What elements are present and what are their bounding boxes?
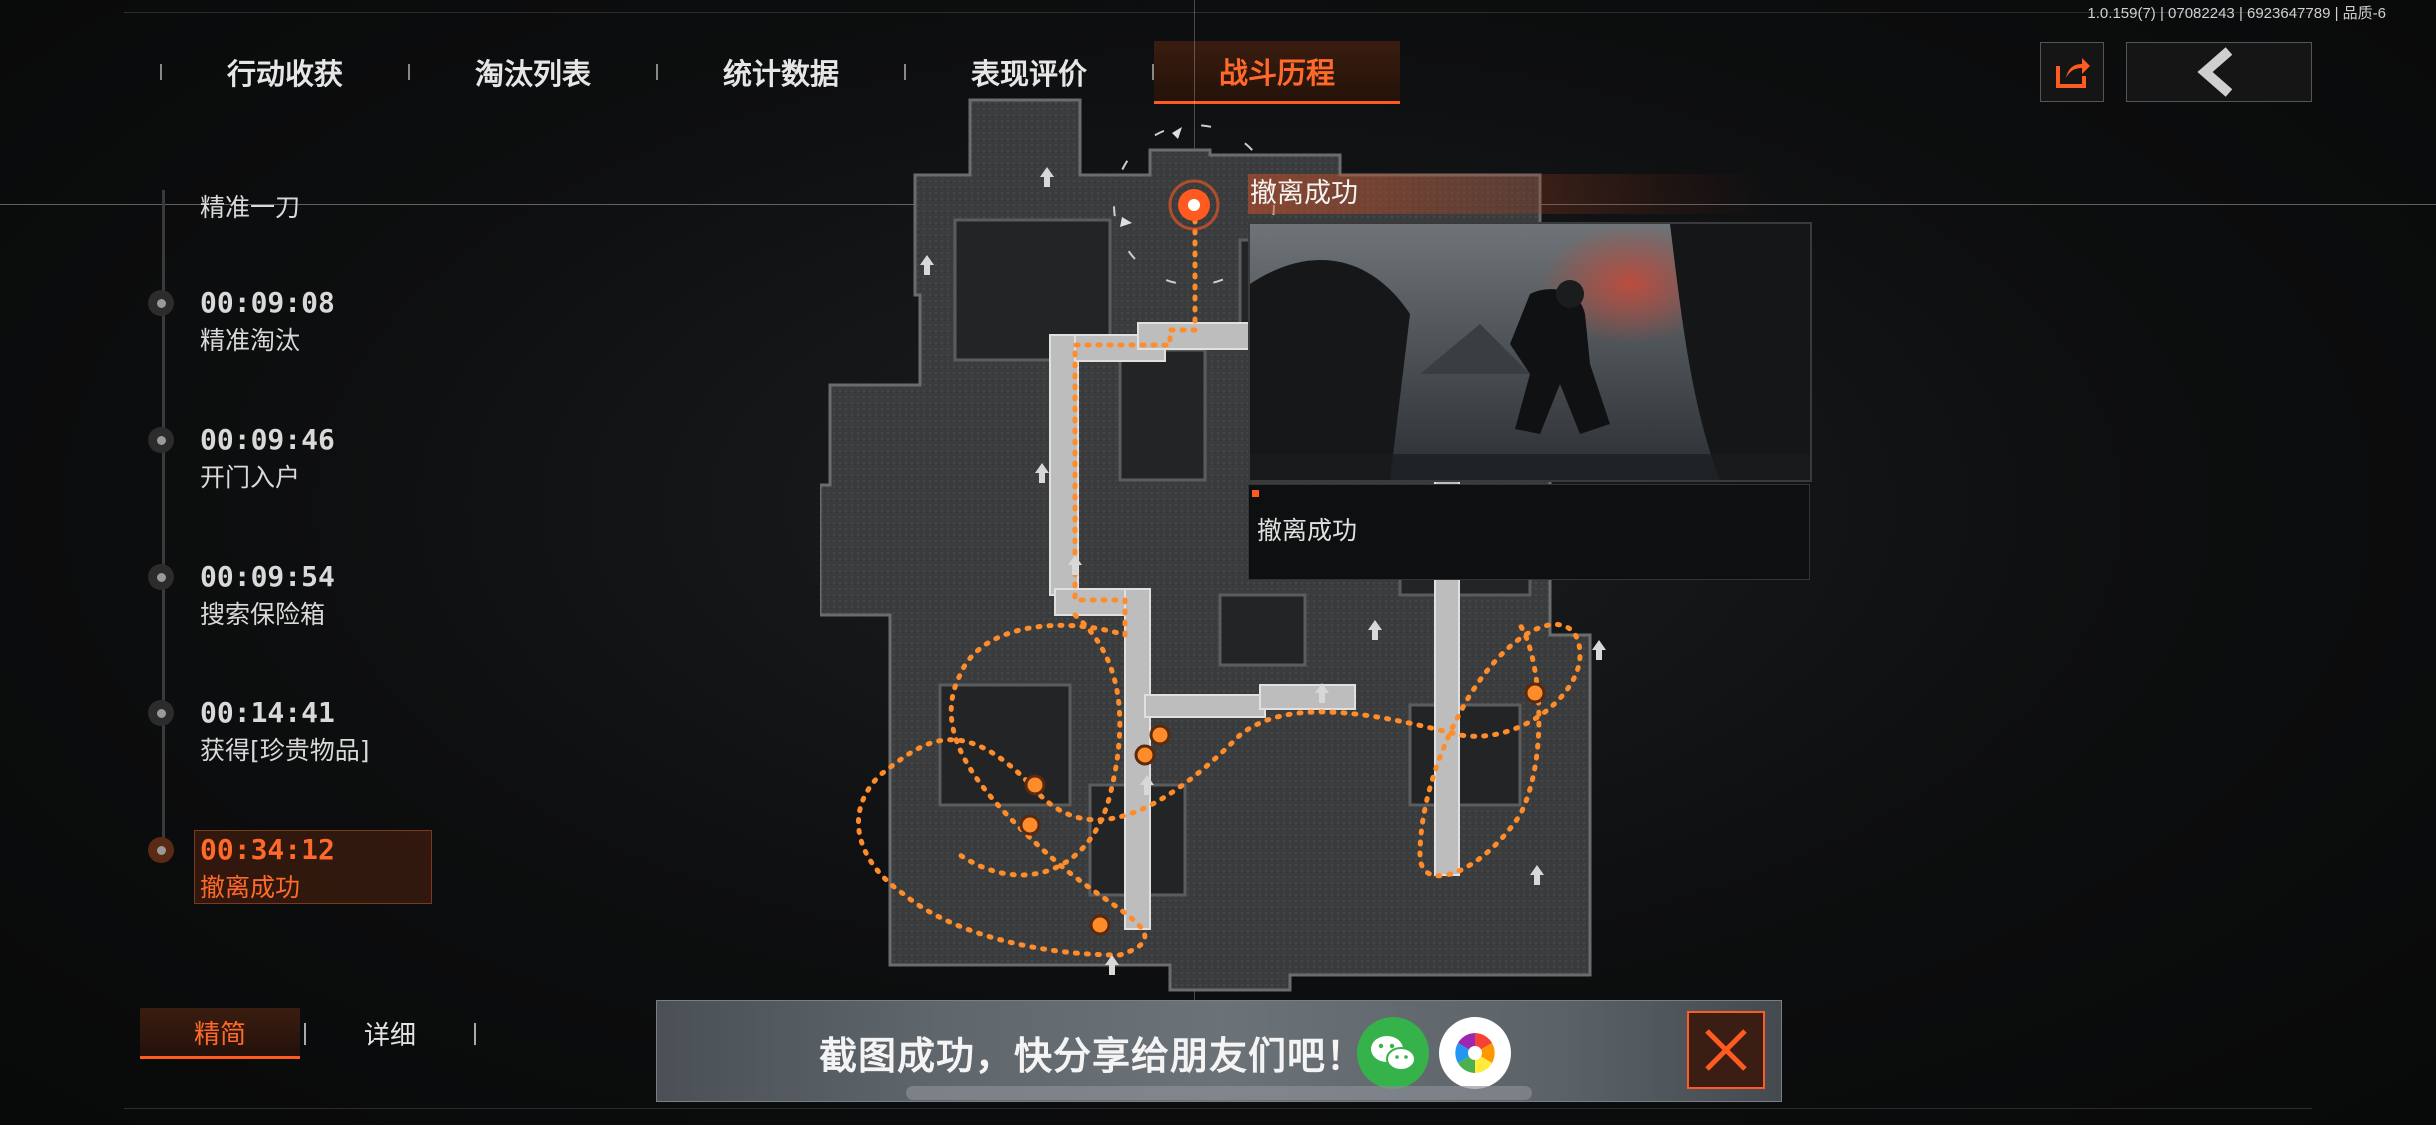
snapshot-image — [1250, 224, 1810, 480]
share-banner: 截图成功，快分享给朋友们吧！ — [656, 1000, 1782, 1102]
timeline-label: 撤离成功 — [200, 873, 301, 902]
tab-elimination-list[interactable]: 淘汰列表 — [474, 57, 591, 91]
mode-simple-button[interactable]: 精简 — [140, 1008, 300, 1059]
callout-detail-box: 撤离成功 — [1248, 484, 1810, 580]
mode-separator — [304, 1022, 306, 1045]
timeline-label: 搜索保险箱 — [200, 600, 326, 629]
timeline-track — [162, 190, 165, 850]
wechat-icon — [1371, 1036, 1416, 1071]
timeline-time: 00:34:12 — [200, 833, 335, 866]
timeline-time: 00:09:46 — [200, 423, 335, 456]
tab-separator — [160, 64, 162, 80]
share-icon — [2056, 58, 2090, 88]
timeline-item-partial[interactable]: 精准一刀 — [200, 186, 300, 224]
mode-detail-button[interactable]: 详细 — [363, 1021, 416, 1051]
callout-tag — [1252, 490, 1259, 497]
timeline-node — [148, 564, 174, 590]
timeline-active-highlight — [194, 830, 432, 904]
share-button[interactable] — [2040, 42, 2104, 102]
event-snapshot[interactable] — [1248, 222, 1812, 482]
timeline-node — [148, 427, 174, 453]
timeline-item-active[interactable]: 00:34:12 撤离成功 — [148, 833, 335, 904]
timeline-item[interactable]: 00:09:54 搜索保险箱 — [148, 560, 335, 631]
timeline-time: 00:09:54 — [200, 560, 335, 593]
callout-box-label: 撤离成功 — [1257, 516, 1358, 545]
timeline-node-active — [148, 837, 174, 863]
timeline-label: 精准一刀 — [200, 193, 301, 222]
tab-separator — [904, 64, 906, 80]
tab-action-gains[interactable]: 行动收获 — [226, 57, 343, 91]
event-markers — [1019, 682, 1546, 936]
door-arrow-icons — [920, 167, 1606, 975]
tab-separator — [656, 64, 658, 80]
tab-separator — [1152, 64, 1154, 80]
tab-separator — [408, 64, 410, 80]
version-info: 1.0.159(7) | 07082243 | 6923647789 | 品质-… — [2087, 5, 2386, 22]
timeline-time: 00:14:41 — [200, 696, 335, 729]
back-button[interactable] — [2126, 42, 2312, 102]
scroll-indicator[interactable] — [906, 1086, 1532, 1100]
timeline-label: 开门入户 — [200, 463, 301, 492]
frame-top-line — [124, 12, 2312, 13]
moments-icon — [1455, 1033, 1495, 1073]
callout-title: 撤离成功 — [1248, 174, 1770, 214]
timeline-item[interactable]: 00:14:41 获得[珍贵物品] — [148, 696, 370, 767]
wechat-share-button[interactable] — [1357, 1017, 1429, 1089]
timeline-time: 00:09:08 — [200, 286, 335, 319]
timeline-label: 精准淘汰 — [200, 326, 301, 355]
moments-share-button[interactable] — [1439, 1017, 1511, 1089]
tab-battle-history[interactable]: 战斗历程 — [1154, 40, 1400, 104]
timeline-item[interactable]: 00:09:08 精准淘汰 — [148, 286, 335, 357]
close-icon — [1705, 1029, 1747, 1071]
timeline-label: 获得[珍贵物品] — [200, 736, 370, 765]
result-tabs: 行动收获 淘汰列表 统计数据 表现评价 战斗历程 — [160, 40, 1400, 104]
timeline-node — [148, 700, 174, 726]
tab-performance[interactable]: 表现评价 — [970, 57, 1087, 91]
tab-statistics[interactable]: 统计数据 — [722, 57, 839, 91]
close-share-button[interactable] — [1687, 1011, 1765, 1089]
mode-separator — [474, 1022, 476, 1045]
view-mode-toggle: 精简 详细 — [140, 1008, 480, 1059]
frame-bottom-line — [124, 1108, 2312, 1109]
timeline-item[interactable]: 00:09:46 开门入户 — [148, 423, 335, 494]
timeline-node — [148, 290, 174, 316]
share-message: 截图成功，快分享给朋友们吧！ — [819, 1034, 1366, 1078]
back-chevron-icon — [2197, 47, 2233, 97]
